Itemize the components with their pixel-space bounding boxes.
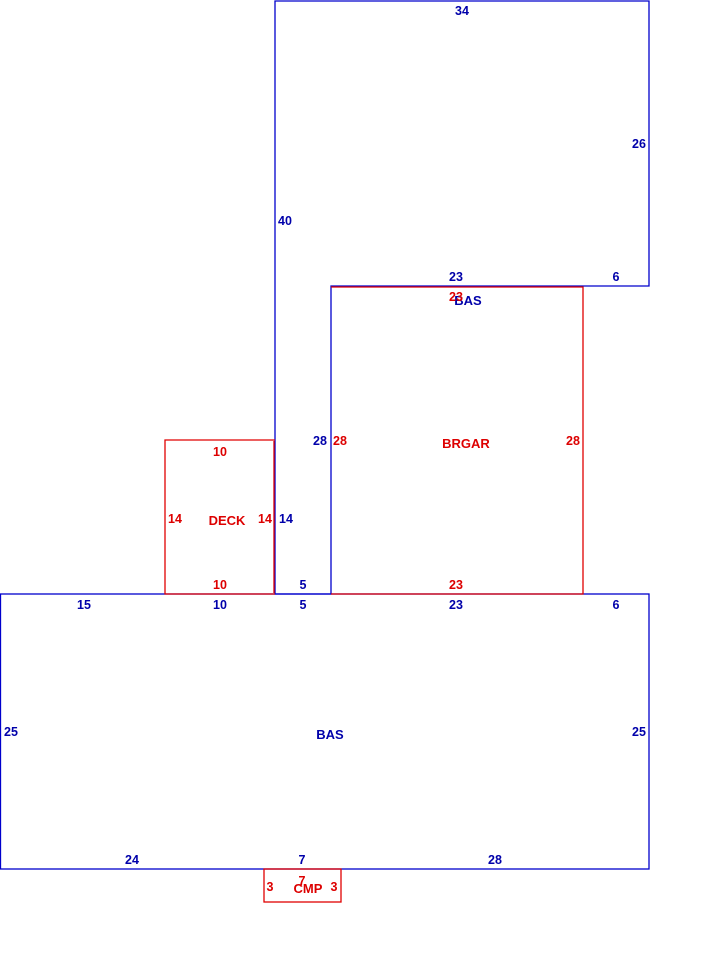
dim-lower-top-23: 23: [449, 598, 463, 612]
dim-brgar-left: 28: [333, 434, 347, 448]
dim-lower-right: 25: [632, 725, 646, 739]
dim-lower-bottom-7: 7: [299, 853, 306, 867]
dim-lower-top-5: 5: [300, 598, 307, 612]
dim-lower-bottom-28: 28: [488, 853, 502, 867]
dim-deck-left: 14: [168, 512, 182, 526]
cmp-outline: [263, 868, 342, 903]
area-label-brgar: BRGAR: [442, 436, 490, 451]
dim-upper-top: 34: [455, 4, 469, 18]
dim-cmp-top: 7: [299, 874, 306, 888]
dim-upper-bottom-right: 6: [613, 270, 620, 284]
dim-cmp-left: 3: [267, 880, 274, 894]
dim-upper-bottom: 23: [449, 270, 463, 284]
dim-brgar-top: 23: [449, 290, 463, 304]
deck-outline: [164, 439, 275, 595]
dim-lower-bottom-24: 24: [125, 853, 139, 867]
dim-brgar-left-blue: 28: [313, 434, 327, 448]
dim-lower-top-6: 6: [613, 598, 620, 612]
area-label-bas-lower: BAS: [316, 727, 344, 742]
dim-lower-top-15: 15: [77, 598, 91, 612]
dim-lower-top-10: 10: [213, 598, 227, 612]
dim-connector-upper: 5: [300, 578, 307, 592]
dim-deck-top: 10: [213, 445, 227, 459]
dim-lower-left: 25: [4, 725, 18, 739]
dim-upper-right: 26: [632, 137, 646, 151]
dim-cmp-right: 3: [331, 880, 338, 894]
dim-deck-right: 14: [258, 512, 272, 526]
dim-deck-bottom: 10: [213, 578, 227, 592]
area-label-bas-upper: BAS: [454, 293, 482, 308]
dim-brgar-bottom: 23: [449, 578, 463, 592]
area-label-deck: DECK: [209, 513, 246, 528]
dim-upper-left: 40: [278, 214, 292, 228]
area-label-cmp: CMP: [294, 881, 323, 896]
brgar-outline: [331, 286, 584, 595]
dim-deck-right-blue: 14: [279, 512, 293, 526]
dim-brgar-right: 28: [566, 434, 580, 448]
